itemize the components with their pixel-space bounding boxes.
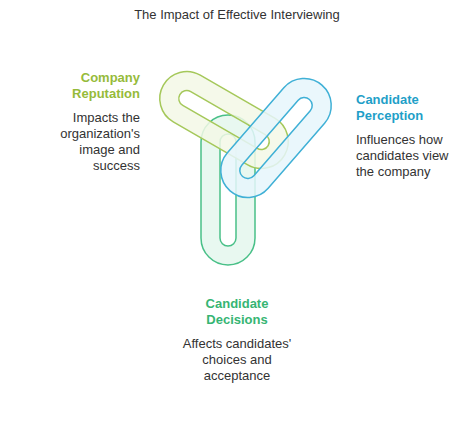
link-label: Company ReputationImpacts the organizati… xyxy=(34,70,140,174)
label-heading: Candidate Perception xyxy=(356,92,470,124)
perception-link xyxy=(210,67,343,208)
label-description: Impacts the organization's image and suc… xyxy=(34,110,140,174)
diagram-title: The Impact of Effective Interviewing xyxy=(0,7,474,22)
label-description: Affects candidates' choices and acceptan… xyxy=(178,336,296,384)
label-heading: Company Reputation xyxy=(34,70,140,102)
label-heading: Candidate Decisions xyxy=(178,296,296,328)
label-description: Influences how candidates view the compa… xyxy=(356,132,470,180)
link-label: Candidate DecisionsAffects candidates' c… xyxy=(178,296,296,384)
link-label: Candidate PerceptionInfluences how candi… xyxy=(356,92,470,180)
